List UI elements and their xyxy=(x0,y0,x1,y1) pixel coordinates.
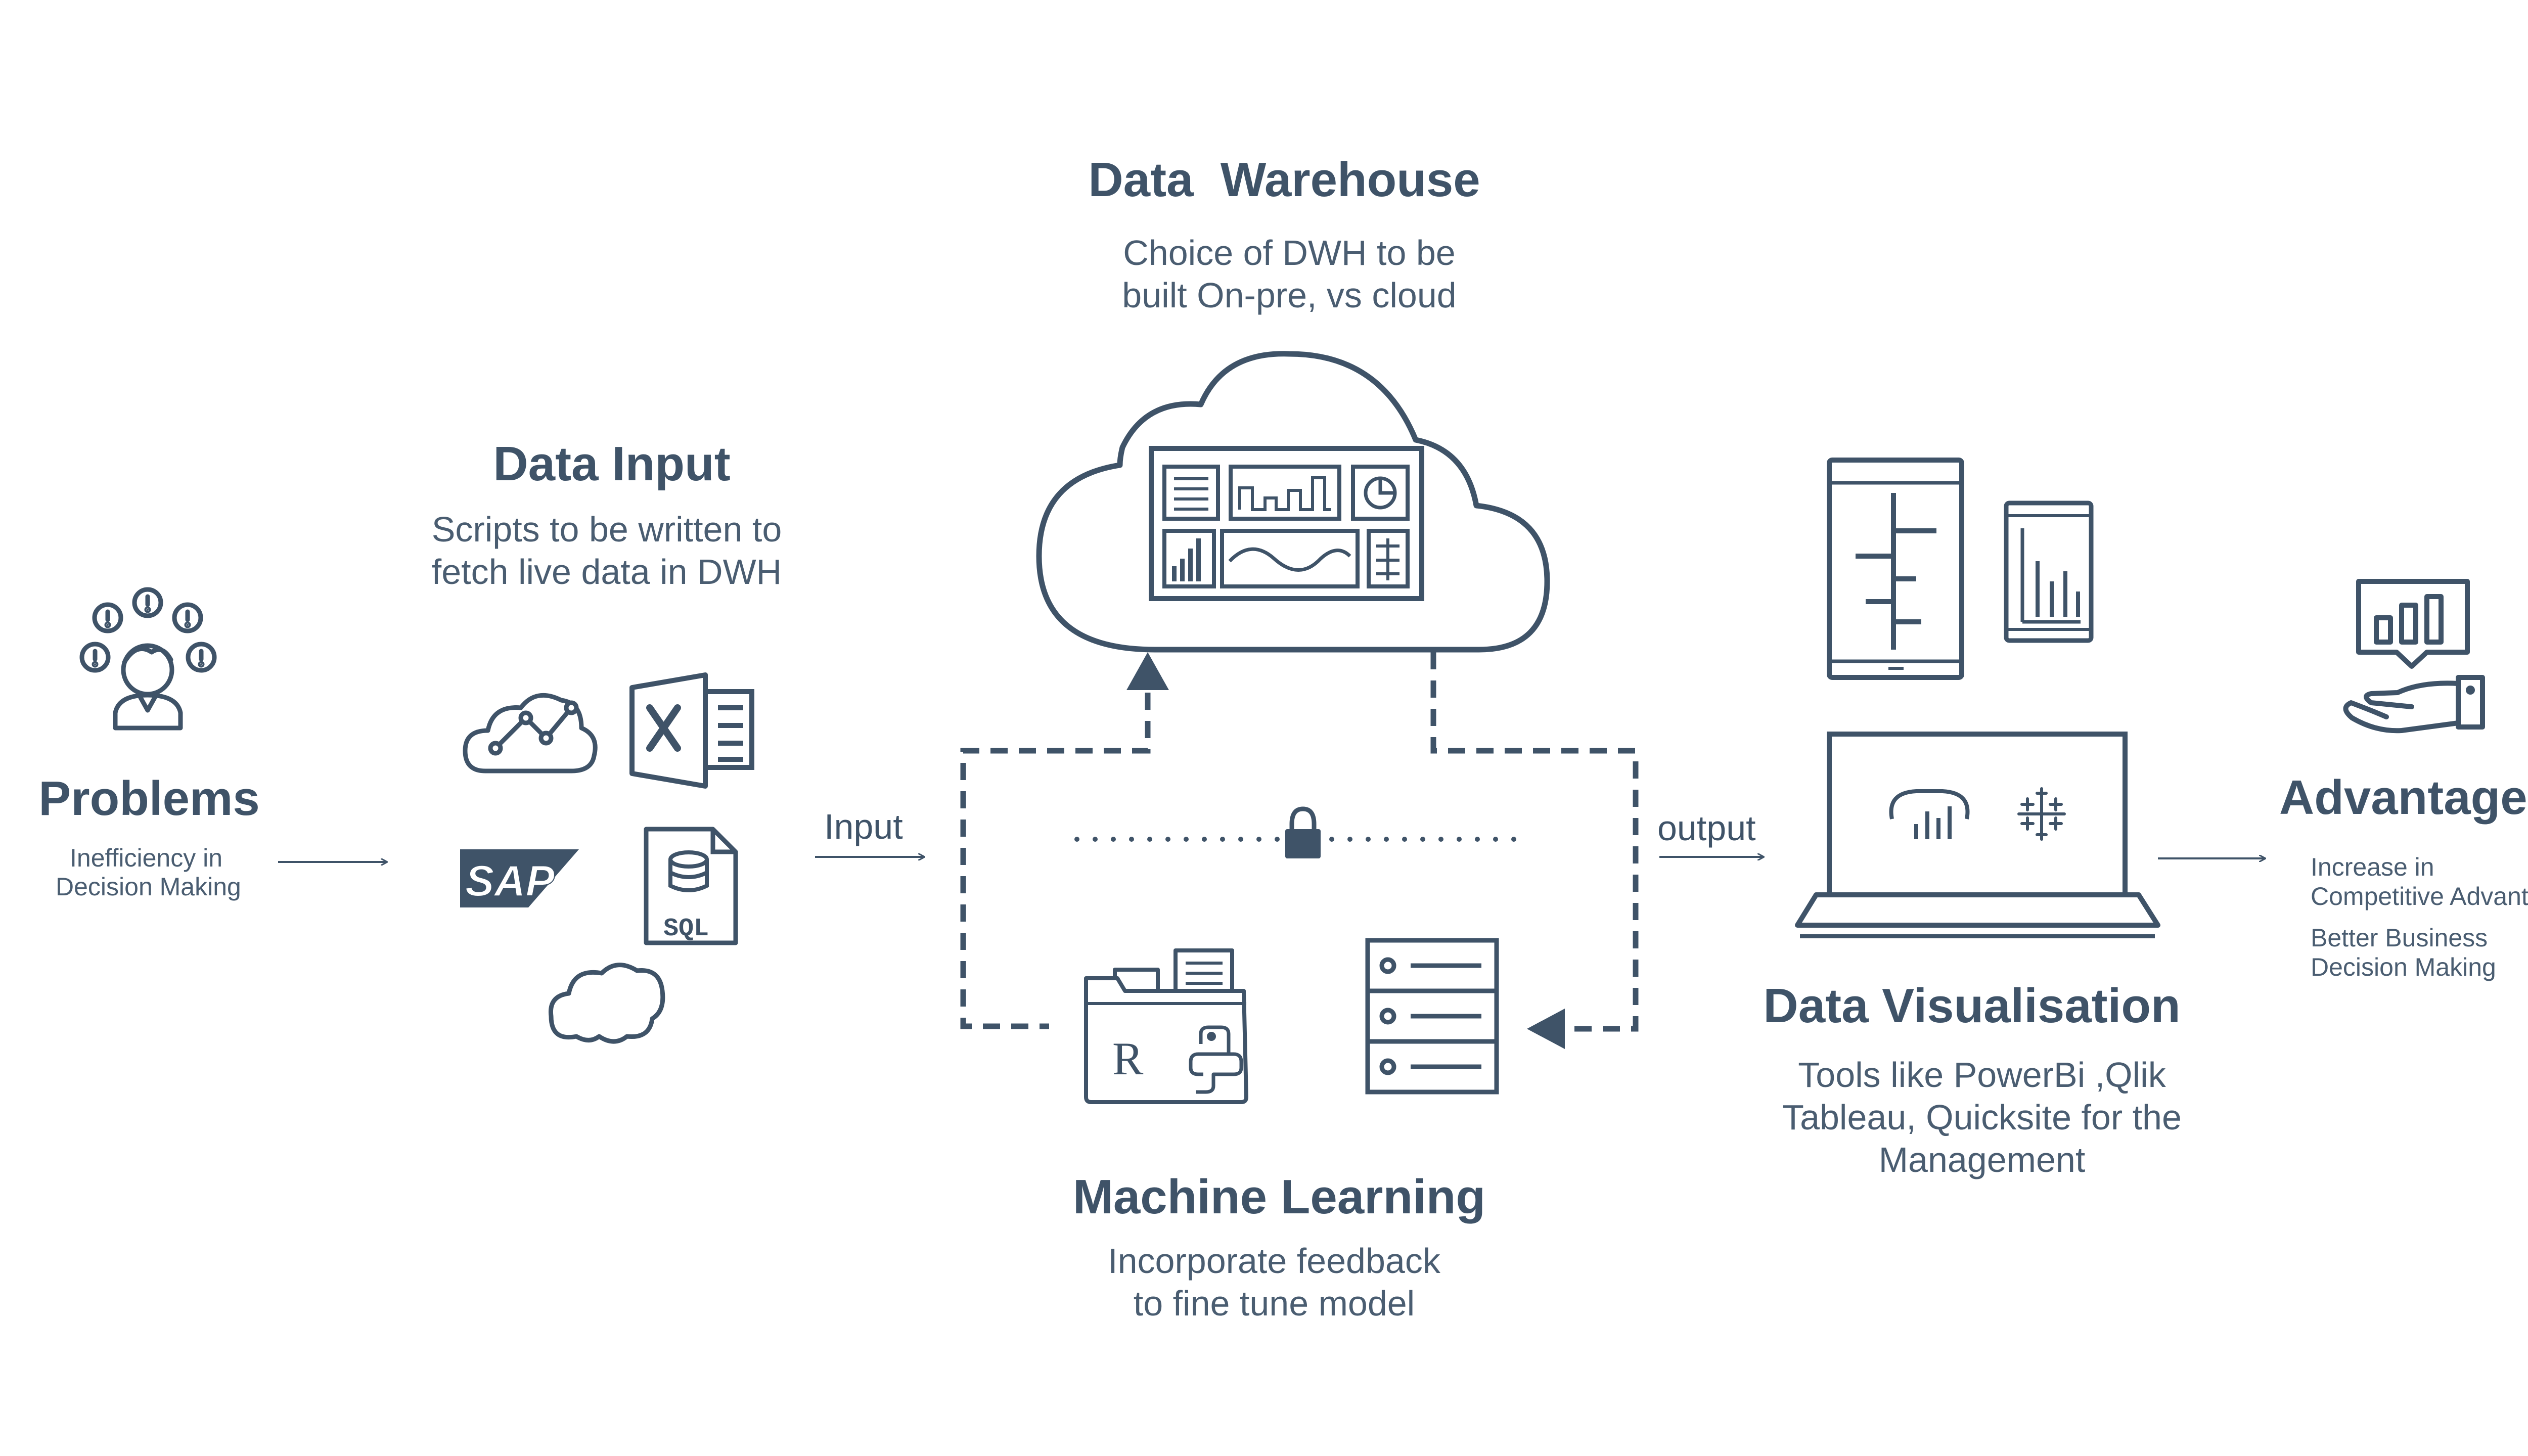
output-label: output xyxy=(1657,808,1756,848)
arrow-up-to-warehouse xyxy=(1126,652,1169,690)
advantages-item1-line2: Competitive Advantage xyxy=(2311,882,2528,911)
excel-icon xyxy=(629,672,754,789)
sap-icon: SAP xyxy=(460,849,579,907)
data-warehouse-title: Data Warehouse xyxy=(1088,153,1480,207)
data-input-desc-line1: Scripts to be written to xyxy=(431,510,782,549)
problems-desc-line2: Decision Making xyxy=(56,873,241,901)
input-label: Input xyxy=(824,807,903,846)
cloud-dashboard-icon xyxy=(1036,351,1550,653)
data-input-title: Data Input xyxy=(493,437,731,491)
data-visualisation-title: Data Visualisation xyxy=(1763,979,2181,1033)
machine-learning-title: Machine Learning xyxy=(1072,1170,1486,1224)
data-visualisation-desc-line3: Management xyxy=(1878,1140,2086,1179)
laptop-icon xyxy=(1795,732,2160,938)
data-warehouse-desc-line2: built On-pre, vs cloud xyxy=(1122,276,1457,315)
feedback-loop xyxy=(960,652,1639,1032)
salesforce-cloud-icon xyxy=(548,963,665,1044)
problems-title: Problems xyxy=(38,771,260,826)
folder-r-python-icon: R xyxy=(1084,948,1248,1104)
data-input-desc-line2: fetch live data in DWH xyxy=(431,552,782,592)
machine-learning-desc-line1: Incorporate feedback xyxy=(1108,1241,1440,1281)
arrow-left-to-server xyxy=(1527,1009,1565,1049)
hand-chart-icon xyxy=(2343,579,2485,734)
person-alerts-icon xyxy=(79,587,217,731)
server-icon xyxy=(1365,938,1499,1095)
machine-learning-desc-line2: to fine tune model xyxy=(1133,1284,1415,1323)
phone-icon xyxy=(2004,500,2094,643)
advantages-item2-line1: Better Business xyxy=(2311,924,2488,952)
lock-icon xyxy=(1285,806,1321,858)
advantages-title: Advantages xyxy=(2279,770,2528,825)
cloud-analytics-icon xyxy=(463,693,598,774)
data-visualisation-desc-line1: Tools like PowerBi ,Qlik xyxy=(1798,1055,2166,1095)
tableau-icon xyxy=(2017,787,2066,841)
powerbi-icon xyxy=(1889,789,1970,839)
sql-label: SQL xyxy=(663,915,709,943)
data-visualisation-desc-line2: Tableau, Quicksite for the xyxy=(1782,1098,2182,1137)
tablet-icon xyxy=(1827,458,1964,680)
r-label: R xyxy=(1112,1033,1144,1084)
data-warehouse-desc-line1: Choice of DWH to be xyxy=(1123,233,1456,272)
sql-file-icon: SQL xyxy=(644,827,738,945)
sap-label: SAP xyxy=(465,857,555,905)
advantages-item1-line1: Increase in xyxy=(2311,853,2434,881)
problems-desc-line1: Inefficiency in xyxy=(70,844,223,872)
advantages-item2-line2: Decision Making xyxy=(2311,953,2496,981)
